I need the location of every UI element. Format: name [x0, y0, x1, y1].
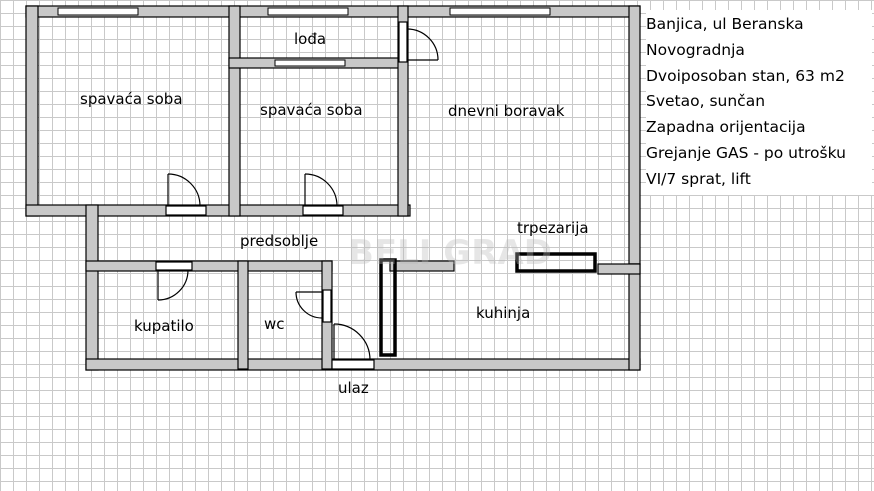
- wall-bath-top: [85, 260, 333, 272]
- door-bedroom-2: [302, 173, 344, 216]
- door-loggia: [398, 21, 439, 63]
- listing-line-location: Banjica, ul Beranska: [646, 15, 804, 33]
- window-loggia: [267, 7, 349, 16]
- room-label-hallway: predsoblje: [240, 232, 318, 250]
- room-label-living-room: dnevni boravak: [448, 102, 565, 120]
- door-entrance: [331, 323, 375, 370]
- wardrobe: [379, 258, 397, 357]
- watermark: BELI GRAD: [348, 233, 552, 273]
- fixtures: [379, 252, 597, 357]
- listing-line-light: Svetao, sunčan: [646, 92, 766, 111]
- window-bedroom-2: [274, 59, 346, 67]
- room-label-bedroom-2: spavaća soba: [260, 101, 363, 119]
- door-bathroom: [155, 261, 193, 301]
- listing-line-floor: VI/7 sprat, lift: [646, 169, 751, 188]
- room-label-loggia: lođa: [294, 30, 326, 48]
- room-label-dining: trpezarija: [517, 219, 589, 237]
- wall-bedroom-divider: [228, 5, 241, 217]
- listing-line-orientation: Zapadna orijentacija: [646, 118, 806, 137]
- room-label-kitchen: kuhinja: [476, 304, 530, 322]
- listing-line-heating: Grejanje GAS - po utrošku: [646, 143, 846, 162]
- room-label-bedroom-1: spavaća soba: [80, 90, 183, 108]
- wall-right-lower: [628, 263, 641, 371]
- wall-dining-kitchen: [597, 263, 641, 275]
- wall-bath-wc: [237, 260, 249, 370]
- wall-bottom-rooms: [25, 204, 411, 217]
- wall-kitchen-stub: [389, 260, 455, 272]
- listing-line-building: Novogradnja: [646, 40, 745, 59]
- door-bedroom-1: [165, 173, 207, 216]
- door-wc: [295, 289, 332, 323]
- listing-line-size: Dvoiposoban stan, 63 m2: [646, 66, 845, 85]
- window-living: [449, 7, 551, 16]
- room-labels: spavaća soba lođa spavaća soba dnevni bo…: [80, 30, 589, 397]
- wall-left-outer: [25, 5, 39, 217]
- room-label-entrance: ulaz: [338, 379, 369, 397]
- window-bedroom-1: [57, 7, 139, 16]
- wall-left-lower: [85, 204, 99, 371]
- listing-info: Banjica, ul Beranska Novogradnja Dvoipos…: [646, 10, 872, 195]
- windows: [57, 7, 551, 67]
- wall-loggia-right: [397, 5, 409, 217]
- room-label-wc: wc: [264, 315, 285, 333]
- dining-counter: [515, 252, 597, 273]
- wall-right-outer: [628, 5, 641, 265]
- doors: [155, 21, 439, 370]
- room-label-bathroom: kupatilo: [134, 317, 194, 335]
